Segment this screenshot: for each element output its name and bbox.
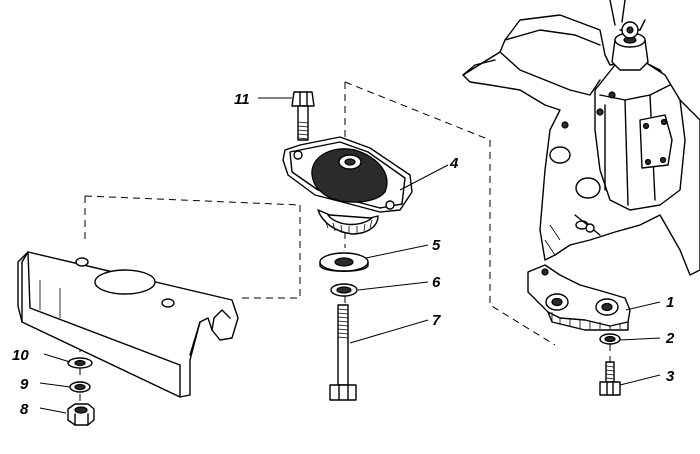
callout-6: 6 bbox=[432, 274, 441, 291]
part-3-bolt bbox=[599, 361, 621, 396]
part-5-washer bbox=[319, 252, 369, 272]
callout-8: 8 bbox=[20, 401, 29, 418]
callout-7: 7 bbox=[432, 312, 441, 329]
callout-2: 2 bbox=[665, 330, 675, 347]
frame-cross-member bbox=[17, 251, 239, 398]
leader-lines bbox=[39, 97, 661, 414]
part-2-washer bbox=[599, 333, 621, 345]
part-7-long-bolt bbox=[329, 304, 357, 401]
part-11-bolt bbox=[291, 91, 315, 141]
callout-1: 1 bbox=[666, 294, 674, 311]
callout-11: 11 bbox=[234, 91, 250, 108]
callout-10: 10 bbox=[12, 347, 29, 364]
callout-5: 5 bbox=[432, 237, 441, 254]
gearbox-housing bbox=[462, 0, 700, 276]
callout-9: 9 bbox=[20, 376, 29, 393]
part-6-spring-washer bbox=[330, 283, 358, 297]
part-4-rubber-mount bbox=[282, 136, 413, 235]
callout-3: 3 bbox=[666, 368, 675, 385]
callout-labels: 1 2 3 4 5 6 7 8 9 10 11 bbox=[12, 91, 675, 418]
callout-4: 4 bbox=[449, 155, 459, 172]
part-9-spring-washer bbox=[69, 381, 91, 393]
part-8-nut bbox=[67, 403, 95, 426]
part-10-washer bbox=[67, 357, 93, 369]
part-1-bracket bbox=[527, 264, 631, 331]
